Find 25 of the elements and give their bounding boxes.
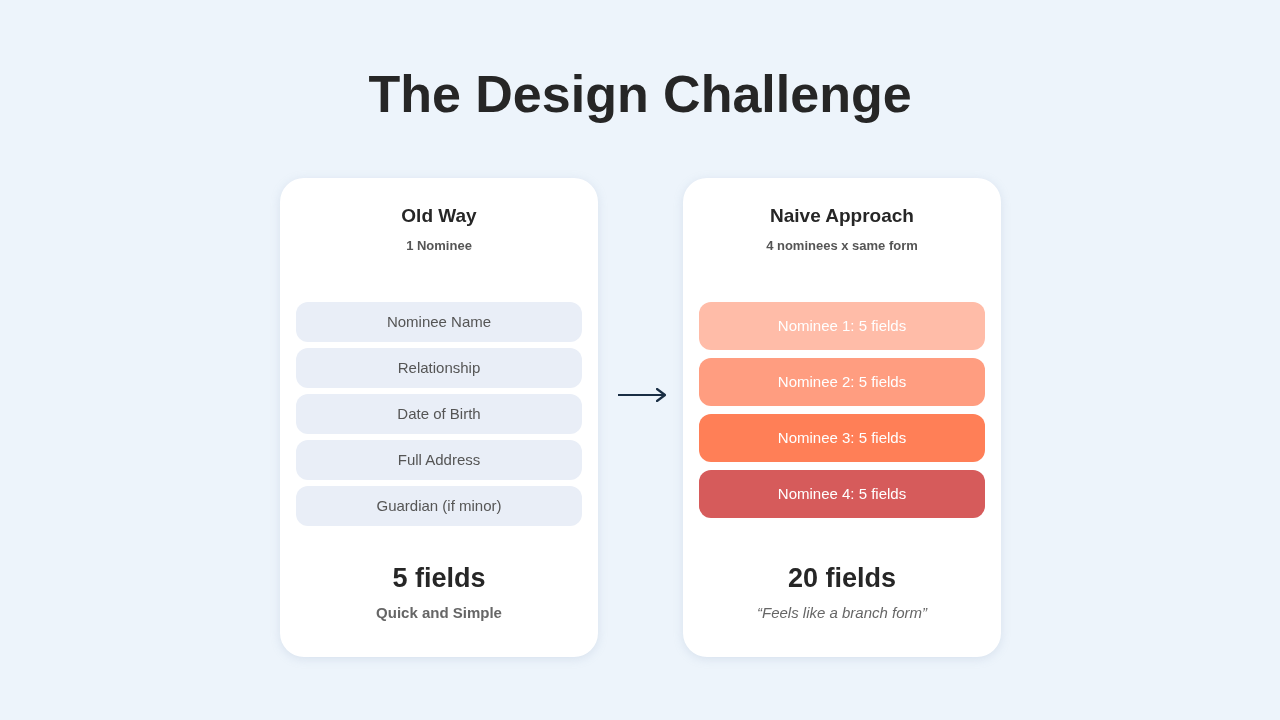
arrow <box>618 387 667 403</box>
bar-label: Nominee 3: 5 fields <box>777 427 907 448</box>
page-title: The Design Challenge <box>368 64 912 125</box>
card-note: “Feels like a branch form” <box>756 603 928 623</box>
field-label: Guardian (if minor) <box>376 495 502 516</box>
card-subtitle: 1 Nominee <box>406 238 472 254</box>
card-note: Quick and Simple <box>376 603 502 623</box>
nominee-bar <box>699 358 985 406</box>
field-count: 5 fields <box>392 562 486 595</box>
field-count: 20 fields <box>787 562 897 595</box>
field-label: Nominee Name <box>386 311 492 332</box>
nominee-bar <box>699 470 985 518</box>
field-label: Date of Birth <box>397 403 481 424</box>
nominee-bar <box>699 302 985 350</box>
card-title: Old Way <box>401 204 477 228</box>
field-label: Full Address <box>397 449 481 470</box>
card-subtitle: 4 nominees x same form <box>766 238 918 254</box>
bar-label: Nominee 1: 5 fields <box>777 315 907 336</box>
bar-label: Nominee 4: 5 fields <box>777 483 907 504</box>
comparison-card <box>280 178 598 657</box>
bar-label: Nominee 2: 5 fields <box>777 371 907 392</box>
card-title: Naive Approach <box>770 204 914 228</box>
comparison-card <box>683 178 1001 657</box>
nominee-bar <box>699 414 985 462</box>
field-label: Relationship <box>397 357 481 378</box>
